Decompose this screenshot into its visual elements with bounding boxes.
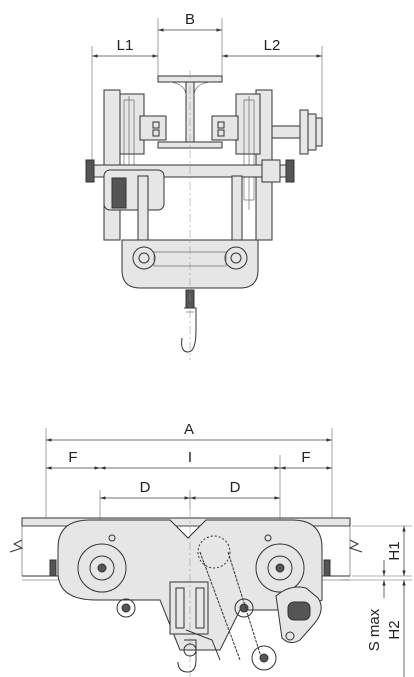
label-b: B bbox=[185, 11, 195, 28]
label-h1: H1 bbox=[386, 541, 403, 560]
label-d-left: D bbox=[140, 479, 151, 496]
label-h2: H2 bbox=[386, 620, 403, 639]
label-a: A bbox=[184, 421, 194, 438]
label-l1: L1 bbox=[117, 37, 134, 54]
cross-shaft bbox=[85, 159, 295, 211]
label-s-max: S max bbox=[366, 608, 383, 651]
handwheel-shaft bbox=[271, 109, 323, 155]
side-view bbox=[9, 510, 363, 677]
label-i: I bbox=[188, 449, 192, 466]
front-hook bbox=[181, 289, 197, 353]
label-f-left: F bbox=[68, 449, 77, 466]
front-view bbox=[85, 70, 323, 360]
label-d-right: D bbox=[230, 479, 241, 496]
label-f-right: F bbox=[301, 449, 310, 466]
label-l2: L2 bbox=[264, 37, 281, 54]
hoist-assembly bbox=[169, 581, 221, 673]
chain-drive bbox=[197, 535, 322, 671]
